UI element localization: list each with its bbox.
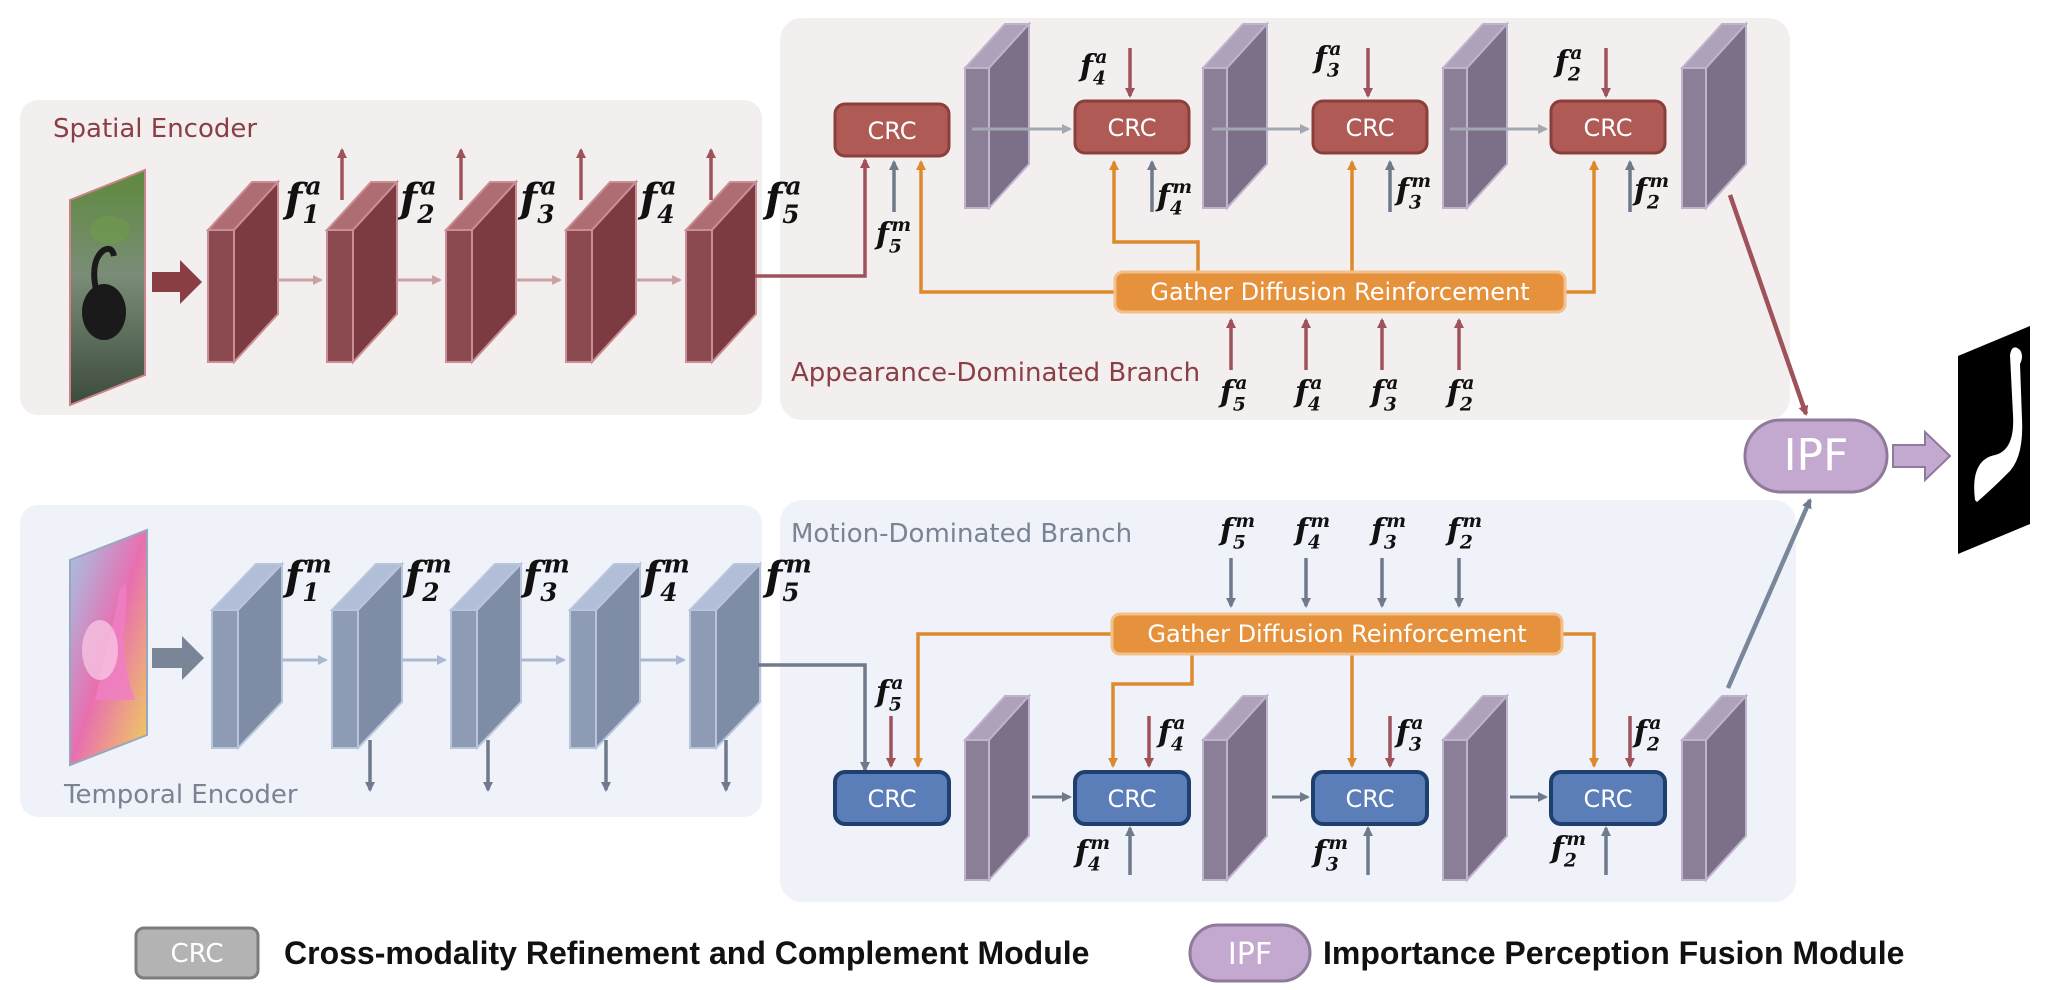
appearance-branch-region [780, 18, 1790, 420]
appearance-gdr-input-feature: f2a [1445, 373, 1474, 416]
appearance-decoder-block [1679, 21, 1749, 211]
appearance-to-ipf [1727, 194, 1809, 416]
ipf-module: IPF [1743, 418, 1889, 494]
appearance-crc-module: CRC [1549, 99, 1667, 155]
temporal-encoder-block [329, 561, 405, 751]
flow-input-arrow [152, 636, 204, 680]
motion-decoder-block [962, 693, 1032, 883]
temporal-encoder-block [448, 561, 524, 751]
motion-decoder-block [1440, 693, 1510, 883]
spatial-feature-label: f2a [397, 171, 437, 229]
legend-ipf-text: Importance Perception Fusion Module [1323, 935, 1904, 971]
appearance-decoder-block [1200, 21, 1270, 211]
spatial-encoder-title: Spatial Encoder [53, 114, 257, 144]
motion-gdr-to-crc2 [1108, 654, 1194, 768]
spatial-encoder-block [324, 179, 400, 365]
legend-crc-text: Cross-modality Refinement and Complement… [284, 935, 1089, 971]
spatial-to-appearance-crc [755, 158, 870, 278]
motion-side-feature: f2a [1632, 713, 1661, 756]
spatial-feature-label: f5a [762, 171, 802, 229]
legend-ipf-badge [1188, 923, 1312, 983]
appearance-top-feature: f2a [1553, 43, 1582, 86]
appearance-crc-module: CRC [1073, 99, 1191, 155]
crc-label: CRC [1108, 785, 1157, 813]
legend-ipf-badge-text: IPF [1228, 937, 1272, 972]
motion-side-feature: f4a [1156, 713, 1185, 756]
temporal-feature-label: f3m [520, 549, 570, 607]
motion-bottom-feature: f3m [1311, 833, 1348, 876]
crc-label: CRC [1584, 785, 1633, 813]
spatial-feature-label: f4a [637, 171, 677, 229]
appearance-top-feature: f3a [1312, 39, 1341, 82]
appearance-gdr-module: Gather Diffusion Reinforcement [1113, 270, 1567, 314]
appearance-crc-module: CRC [833, 102, 951, 158]
appearance-decoder-block [1440, 21, 1510, 211]
temporal-encoder-block [687, 561, 763, 751]
spatial-encoder-block [205, 179, 281, 365]
motion-gdr-label: Gather Diffusion Reinforcement [1147, 620, 1526, 648]
motion-crc-module: CRC [1549, 770, 1667, 826]
legend-crc-badge-text: CRC [170, 939, 223, 969]
temporal-to-motion-crc [758, 663, 870, 772]
spatial-feature-label: f3a [517, 171, 557, 229]
legend: CRC Cross-modality Refinement and Comple… [134, 923, 1904, 983]
appearance-gdr-to-crc4 [1565, 160, 1599, 294]
ipf-output-arrow [1892, 429, 1952, 483]
temporal-encoder-block [567, 561, 643, 751]
input-rgb-frame [69, 168, 146, 407]
legend-crc-badge [134, 926, 260, 980]
appearance-gdr-input-feature: f3a [1369, 373, 1398, 416]
spatial-encoder-block [563, 179, 639, 365]
temporal-encoder-block [209, 561, 285, 751]
motion-gdr-module: Gather Diffusion Reinforcement [1110, 612, 1564, 656]
motion-side-feature: f5a [874, 673, 903, 716]
appearance-branch-title: Appearance-Dominated Branch [791, 358, 1200, 388]
motion-branch-title: Motion-Dominated Branch [791, 519, 1132, 549]
motion-crc-module: CRC [1311, 770, 1429, 826]
crc-label: CRC [868, 785, 917, 813]
motion-bottom-feature: f2m [1549, 829, 1586, 872]
output-saliency-mask [1958, 326, 2030, 554]
ipf-label: IPF [1784, 430, 1849, 481]
motion-to-ipf [1725, 498, 1813, 689]
motion-side-feature: f3a [1394, 713, 1423, 756]
motion-decoder-block [1200, 693, 1270, 883]
appearance-crc-module: CRC [1311, 99, 1429, 155]
crc-label: CRC [1346, 114, 1395, 142]
appearance-gdr-input-feature: f4a [1293, 373, 1322, 416]
temporal-encoder-title: Temporal Encoder [63, 780, 298, 810]
motion-gdr-to-crc4 [1562, 632, 1599, 768]
motion-gdr-to-crc1 [913, 632, 1112, 768]
motion-crc-module: CRC [1073, 770, 1191, 826]
motion-decoder-block [1679, 693, 1749, 883]
appearance-gdr-input-feature: f5a [1218, 373, 1247, 416]
temporal-feature-label: f1m [282, 549, 332, 607]
crc-label: CRC [868, 117, 917, 145]
motion-branch-region [780, 500, 1796, 902]
crc-label: CRC [1584, 114, 1633, 142]
appearance-gdr-to-crc1 [916, 160, 1115, 294]
spatial-encoder-block [683, 179, 759, 365]
appearance-decoder-block [962, 21, 1032, 211]
crc-label: CRC [1346, 785, 1395, 813]
input-optical-flow [69, 528, 148, 767]
spatial-feature-label: f1a [282, 171, 322, 229]
rgb-input-arrow [152, 260, 202, 304]
appearance-gdr-to-crc2 [1109, 160, 1200, 272]
appearance-side-feature: f2m [1632, 171, 1669, 214]
crc-label: CRC [1108, 114, 1157, 142]
motion-crc-module: CRC [833, 770, 951, 826]
appearance-top-feature: f4a [1078, 47, 1107, 90]
appearance-gdr-label: Gather Diffusion Reinforcement [1150, 278, 1529, 306]
spatial-encoder-block [443, 179, 519, 365]
